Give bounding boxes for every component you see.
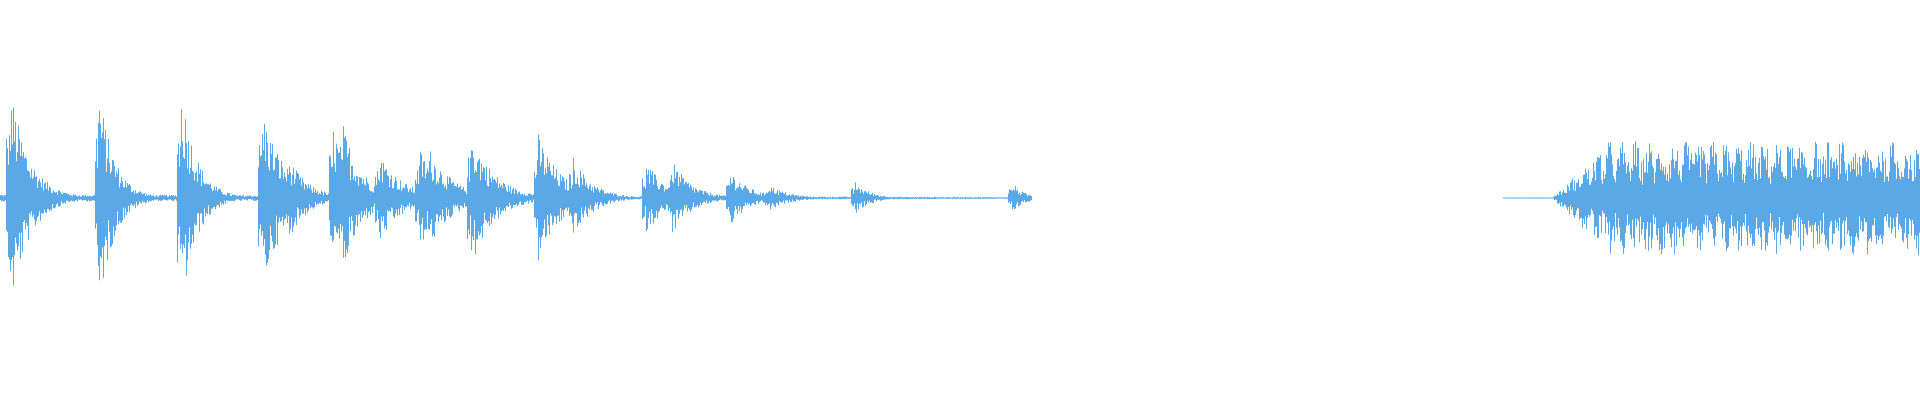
waveform-path [0, 107, 1920, 286]
waveform-samples [0, 107, 1920, 286]
